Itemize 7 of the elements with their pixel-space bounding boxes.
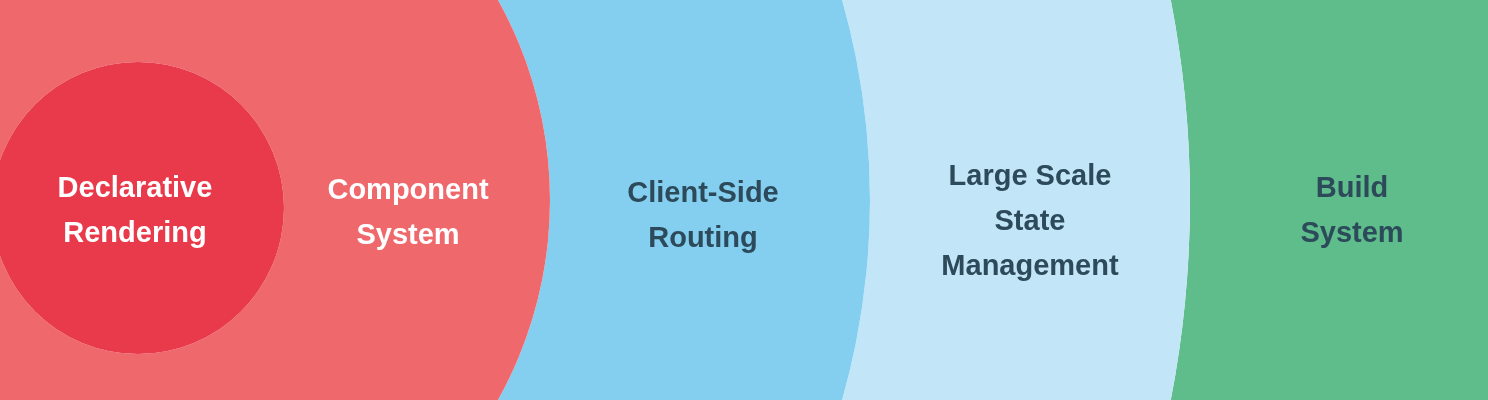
outer-band — [1171, 0, 1488, 400]
ring-band — [842, 0, 1190, 400]
node-label: Client-Side Routing — [626, 175, 780, 255]
node-label: Component System — [326, 172, 490, 252]
node-label: Declarative Rendering — [56, 170, 214, 250]
node-label: Build System — [1299, 170, 1405, 250]
node-label: Large Scale State Management — [940, 157, 1120, 283]
